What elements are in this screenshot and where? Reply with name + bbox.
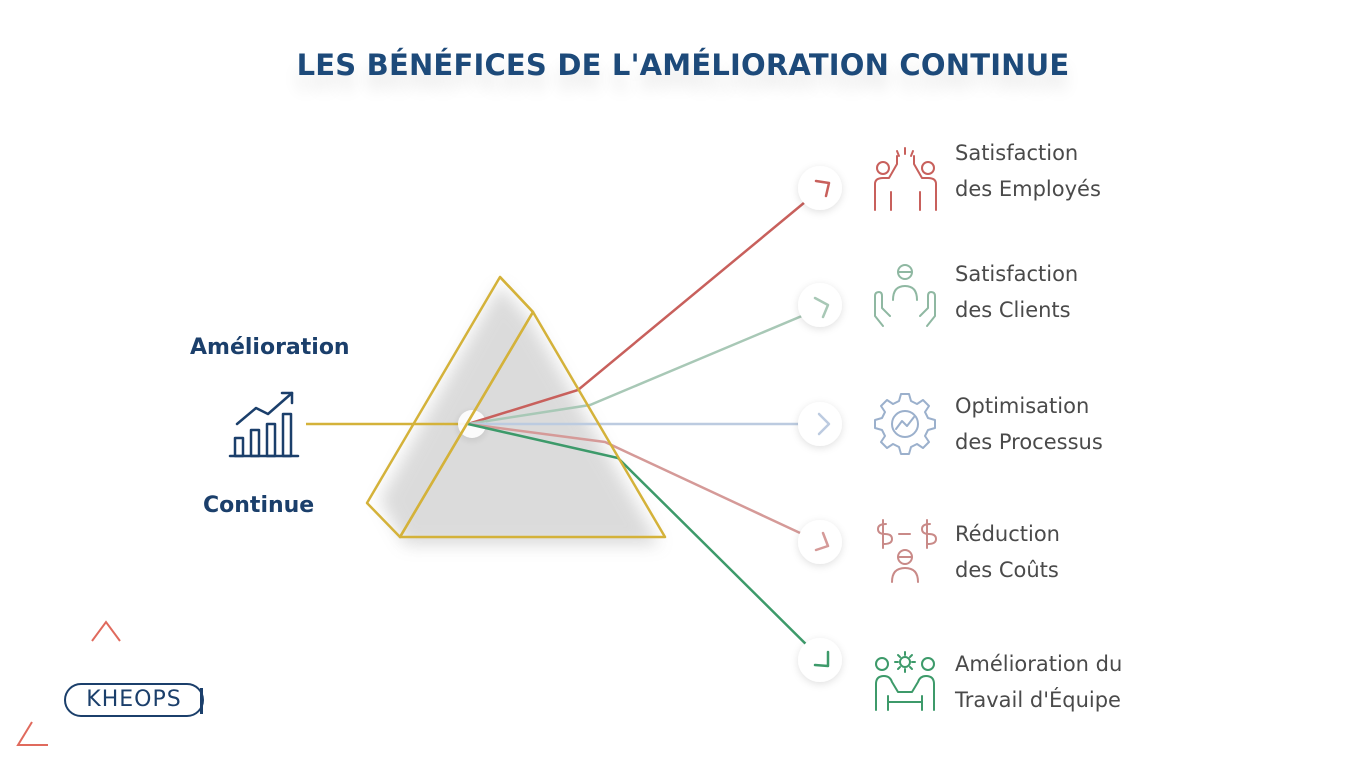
benefit-line2: des Clients — [955, 298, 1071, 322]
arrowhead-processus — [817, 412, 831, 436]
cost-reduction-icon — [877, 519, 937, 583]
decor-corner-icon — [16, 721, 48, 746]
arrow-endpoints — [798, 166, 842, 682]
arrowheads — [813, 179, 831, 668]
benefit-line2: des Employés — [955, 177, 1101, 201]
arrowhead-clients — [813, 296, 830, 319]
benefit-line1: Optimisation — [955, 394, 1090, 418]
benefit-line2: Travail d'Équipe — [955, 688, 1121, 712]
benefit-clients: Satisfaction des Clients — [955, 256, 1215, 328]
decor-triangle-icon — [91, 620, 121, 642]
benefit-processus: Optimisation des Processus — [955, 388, 1215, 460]
output-beams — [467, 182, 829, 667]
growth-chart-icon — [228, 391, 300, 458]
benefit-employes: Satisfaction des Employés — [955, 135, 1215, 207]
high-five-icon — [874, 147, 937, 211]
input-label-top: Amélioration — [190, 335, 350, 360]
page-title: LES BÉNÉFICES DE L'AMÉLIORATION CONTINUE — [296, 48, 1070, 82]
benefit-line1: Amélioration du — [955, 652, 1123, 676]
process-gear-icon — [874, 393, 936, 455]
customer-care-icon — [874, 264, 936, 327]
benefit-line2: des Coûts — [955, 558, 1059, 582]
benefit-equipe: Amélioration du Travail d'Équipe — [955, 646, 1215, 718]
benefit-couts: Réduction des Coûts — [955, 516, 1215, 588]
arrowhead-equipe — [813, 650, 830, 668]
benefit-line1: Satisfaction — [955, 141, 1079, 165]
prism — [365, 275, 667, 539]
arrowhead-employes — [814, 179, 831, 198]
beam-clients — [467, 303, 829, 426]
logo-bar — [200, 688, 203, 714]
benefit-line2: des Processus — [955, 430, 1103, 454]
teamwork-icon — [875, 651, 935, 711]
benefit-line1: Réduction — [955, 522, 1060, 546]
beam-couts — [467, 422, 829, 548]
arrowhead-couts — [814, 531, 830, 552]
input-label-bottom: Continue — [203, 493, 315, 518]
benefit-line1: Satisfaction — [955, 262, 1079, 286]
kheops-logo: KHEOPS — [64, 683, 204, 717]
